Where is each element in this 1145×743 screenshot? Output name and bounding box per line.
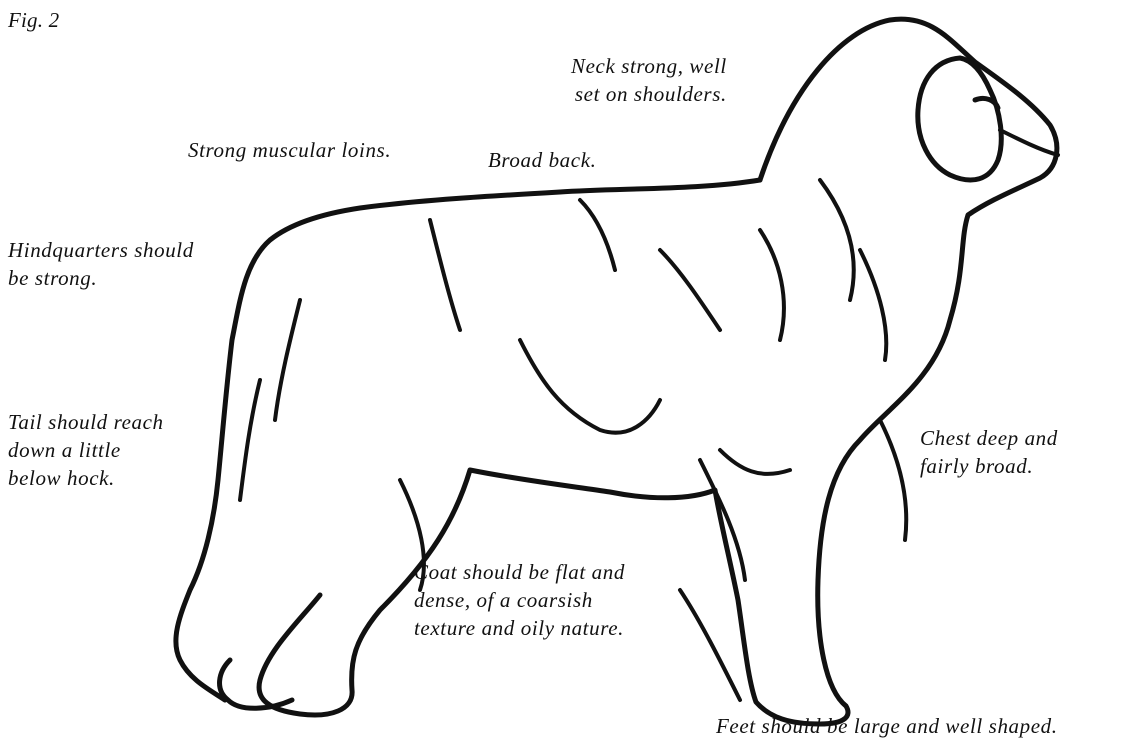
annotation-tail-line-1: Tail should reach	[8, 408, 164, 436]
dog-ear	[918, 58, 1001, 180]
annotation-back: Broad back.	[488, 146, 596, 174]
dog-muzzle	[1000, 130, 1058, 155]
annotation-neck-line-2: set on shoulders.	[571, 80, 727, 108]
annotation-feet: Feet should be large and well shaped.	[716, 712, 1058, 740]
annotation-hindquarters: Hindquarters should be strong.	[8, 236, 194, 292]
dog-eye	[975, 98, 998, 108]
annotation-chest-line-1: Chest deep and	[920, 424, 1058, 452]
annotation-chest-line-2: fairly broad.	[920, 452, 1058, 480]
annotation-tail: Tail should reach down a little below ho…	[8, 408, 164, 492]
annotation-tail-line-3: below hock.	[8, 464, 164, 492]
dog-body-outline	[220, 19, 1057, 724]
annotation-neck-line-1: Neck strong, well	[571, 52, 727, 80]
annotation-tail-line-2: down a little	[8, 436, 164, 464]
annotation-hindquarters-line-1: Hindquarters should	[8, 236, 194, 264]
annotation-loins: Strong muscular loins.	[188, 136, 391, 164]
annotation-coat-line-3: texture and oily nature.	[414, 614, 625, 642]
annotation-coat-line-1: Coat should be flat and	[414, 558, 625, 586]
annotation-hindquarters-line-2: be strong.	[8, 264, 194, 292]
annotation-chest: Chest deep and fairly broad.	[920, 424, 1058, 480]
figure-label: Fig. 2	[8, 6, 59, 34]
annotation-neck: Neck strong, well set on shoulders.	[571, 52, 727, 108]
annotation-coat-line-2: dense, of a coarsish	[414, 586, 625, 614]
annotation-coat: Coat should be flat and dense, of a coar…	[414, 558, 625, 642]
